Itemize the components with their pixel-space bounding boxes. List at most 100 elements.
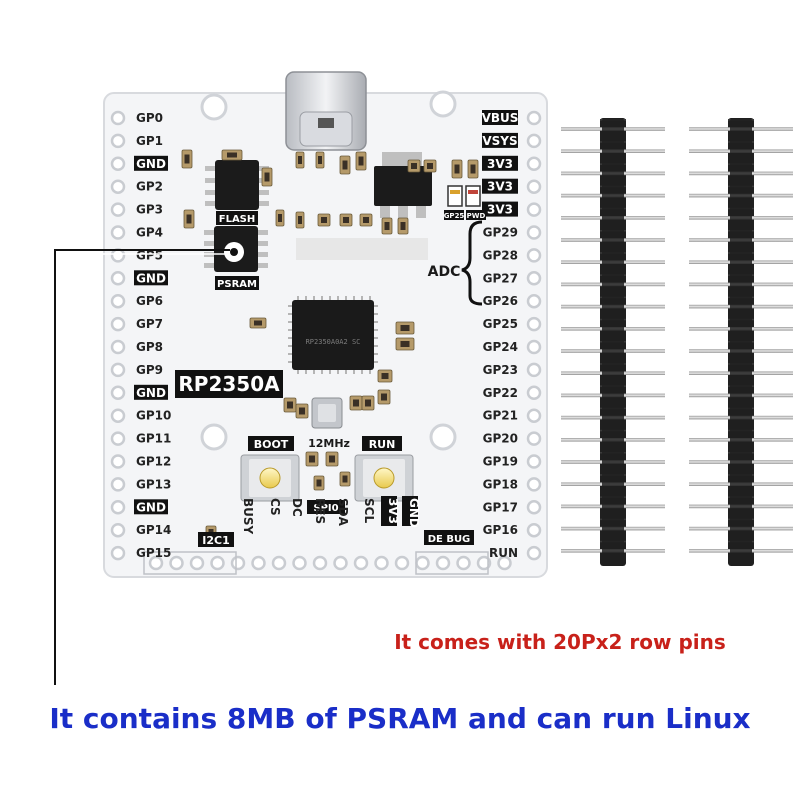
- pin-hole: [110, 316, 126, 332]
- pin-hole: [333, 555, 348, 571]
- mounting-holes: [200, 90, 457, 451]
- pin-hole: [526, 248, 542, 263]
- pin-hole: [110, 293, 126, 309]
- pin-header-left: [561, 118, 665, 566]
- smd-part-body: [298, 156, 302, 164]
- pin-label-box: [482, 155, 518, 171]
- pin-label-box: [134, 155, 168, 171]
- pin-hole: [110, 477, 126, 492]
- pin-label: GP11: [136, 432, 171, 446]
- run-button[interactable]: [354, 454, 414, 502]
- header-plastic-front: [602, 118, 624, 566]
- pin-hole: [230, 555, 246, 571]
- usb-c-connector: [285, 71, 367, 151]
- right-pin-holes: [526, 110, 542, 561]
- smd-part-body: [342, 160, 348, 170]
- smd-part-body: [454, 164, 460, 174]
- pin-label: GP13: [136, 477, 171, 491]
- smd-part-body: [316, 479, 322, 487]
- debug-label-box: [424, 530, 474, 545]
- run-label: RUN: [369, 438, 396, 451]
- pin-label: GP18: [483, 477, 518, 491]
- pin-label: GP6: [136, 294, 163, 308]
- bottom-pin-label: 3V3: [386, 498, 400, 524]
- pin-label: GP5: [136, 248, 163, 262]
- pin-hole: [415, 555, 430, 571]
- right-pin-labels: VBUSVSYS3V33V33V3GP29GP28GP27GP26GP25GP2…: [482, 110, 518, 560]
- pin-header-right: [689, 118, 793, 566]
- pin-hole: [189, 555, 205, 571]
- adc-label: ADC: [428, 264, 461, 280]
- pin-hole: [526, 316, 542, 332]
- pin-label: GP14: [136, 523, 171, 537]
- chip-marking: RP2350A0A2 SC: [306, 338, 361, 346]
- pin-label: GP28: [483, 248, 518, 262]
- status-leds: [447, 185, 481, 207]
- boot-button[interactable]: [240, 454, 300, 502]
- header-plastic-front: [730, 118, 752, 566]
- pin-hole: [526, 408, 542, 423]
- boot-label: BOOT: [254, 438, 289, 451]
- gp25-label-box: [444, 210, 464, 220]
- psram-chip: [204, 226, 268, 272]
- left-pin-labels: GP0GP1GNDGP2GP3GP4GP5GNDGP6GP7GP8GP9GNDG…: [134, 111, 171, 560]
- pin-hole: [110, 522, 126, 538]
- pin-hole: [526, 431, 542, 446]
- smd-part-body: [309, 455, 315, 463]
- pin-hole: [110, 362, 126, 378]
- chip-name-box: [175, 370, 283, 398]
- pin-hole: [526, 522, 542, 538]
- pin-label: GP3: [136, 203, 163, 217]
- pin-label-box: [482, 132, 518, 148]
- pin-label: GP27: [483, 271, 518, 285]
- pin-label: RUN: [489, 546, 518, 560]
- smd-part-body: [411, 163, 417, 169]
- pin-hole: [110, 110, 126, 126]
- pin-label: GP4: [136, 226, 163, 240]
- pin-hole: [526, 362, 542, 378]
- pin-label: GND: [136, 271, 166, 285]
- pin-label: GP15: [136, 546, 171, 560]
- flash-label: FLASH: [219, 214, 256, 225]
- smd-part-body: [342, 475, 348, 483]
- smd-part-body: [470, 164, 476, 174]
- pin-hole: [110, 339, 126, 355]
- bottom-pin-label: SDA: [336, 498, 350, 527]
- pin-hole: [526, 179, 542, 194]
- pin-label: GP12: [136, 455, 171, 469]
- smd-part-body: [299, 407, 305, 415]
- pin-label-box: [134, 270, 168, 286]
- pin-hole: [110, 408, 126, 423]
- pin-hole: [148, 555, 164, 571]
- pwd-label-box: [466, 210, 486, 220]
- smd-part-body: [186, 214, 192, 224]
- pin-hole: [526, 271, 542, 286]
- pin-hole: [526, 385, 542, 401]
- pin-hole: [476, 555, 492, 571]
- pin-hole: [210, 555, 225, 571]
- bottom-pin-label: SCL: [362, 498, 376, 523]
- adc-brace: [461, 220, 483, 306]
- pin-hole: [526, 477, 542, 492]
- crystal-label: 12MHz: [308, 437, 350, 450]
- pin-label: GP7: [136, 317, 163, 331]
- pin-hole: [251, 555, 266, 571]
- psram-caption: It contains 8MB of PSRAM and can run Lin…: [49, 702, 751, 735]
- pin-hole: [110, 248, 126, 263]
- bottom-pin-label: RES: [313, 498, 327, 524]
- psram-label: PSRAM: [217, 279, 257, 290]
- pin-hole: [110, 179, 126, 194]
- pin-hole: [526, 133, 542, 149]
- pin-hole: [526, 293, 542, 309]
- pin-label-box: [482, 178, 518, 194]
- pin-label: GP10: [136, 409, 171, 423]
- smd-part-body: [254, 320, 262, 326]
- spi-label: SPI0: [313, 503, 338, 514]
- pin-label: GP29: [483, 226, 518, 240]
- boot-label-box: [248, 436, 294, 451]
- bottom-label-box: [402, 496, 418, 526]
- callout-line: [54, 249, 230, 685]
- spi-label-box: [307, 500, 345, 514]
- pin-label: GND: [136, 386, 166, 400]
